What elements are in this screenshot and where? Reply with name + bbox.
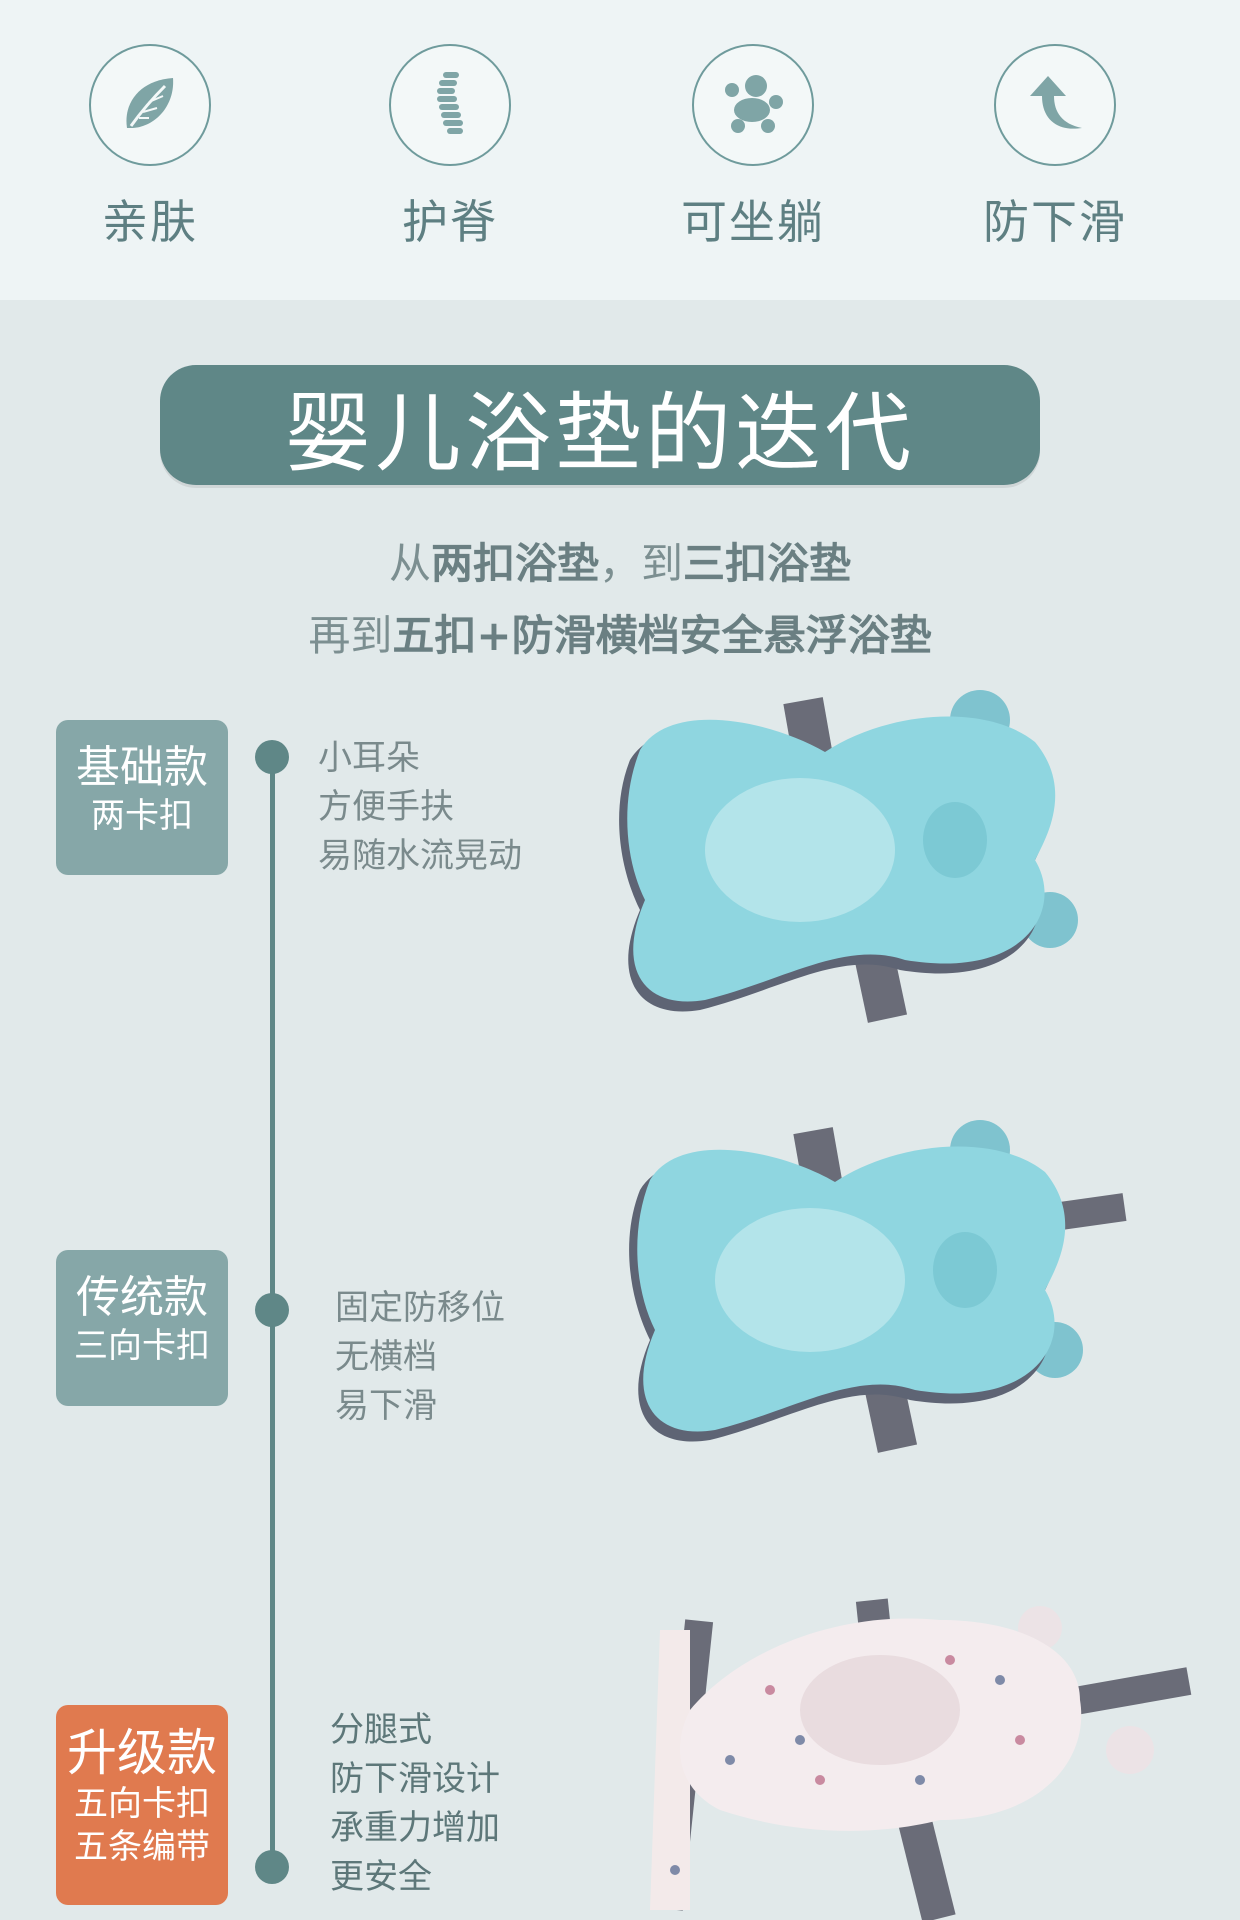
anti-slip-arrow-icon	[994, 44, 1116, 166]
subtitle-line-1: 从两扣浴垫，到三扣浴垫	[0, 530, 1240, 591]
feature-item: 方便手扶	[318, 787, 454, 827]
model-sub: 五向卡扣	[74, 1784, 210, 1824]
feature-skin-friendly: 亲肤	[50, 44, 250, 252]
model-feature-list: 小耳朵 方便手扶 易随水流晃动	[318, 734, 522, 881]
model-name: 传统款	[76, 1272, 208, 1323]
feature-item: 小耳朵	[318, 738, 420, 778]
subtitle-bold: 两扣浴垫	[430, 539, 599, 588]
baby-sit-lie-icon	[692, 44, 814, 166]
feature-item: 防下滑设计	[330, 1759, 500, 1799]
feature-label: 防下滑	[983, 195, 1127, 249]
feature-item: 易下滑	[335, 1386, 437, 1426]
subtitle-bold: 三扣浴垫	[683, 539, 852, 588]
subtitle-text: 从	[388, 539, 431, 588]
timeline-dot	[255, 1850, 289, 1884]
feature-label: 护脊	[402, 195, 498, 249]
upgrade-bath-cushion-image	[650, 1598, 1192, 1920]
subtitle-line-2: 再到五扣+防滑横档安全悬浮浴垫	[0, 602, 1240, 663]
subtitle-text: ，到	[599, 539, 684, 588]
model-tag-traditional: 传统款 三向卡扣	[56, 1250, 228, 1406]
leaf-icon	[89, 44, 211, 166]
model-tag-basic: 基础款 两卡扣	[56, 720, 228, 875]
model-feature-list: 固定防移位 无横档 易下滑	[335, 1284, 505, 1431]
model-feature-list: 分腿式 防下滑设计 承重力增加 更安全	[330, 1706, 500, 1902]
feature-item: 易随水流晃动	[318, 836, 522, 876]
feature-item: 承重力增加	[330, 1808, 500, 1848]
feature-anti-slip: 防下滑	[955, 44, 1155, 252]
feature-label: 亲肤	[102, 195, 198, 249]
spine-icon	[389, 44, 511, 166]
feature-sit-lie: 可坐躺	[653, 44, 853, 252]
model-sub: 两卡扣	[91, 795, 193, 836]
feature-item: 分腿式	[330, 1710, 432, 1750]
model-sub: 三向卡扣	[74, 1325, 210, 1366]
timeline-dot	[255, 1293, 289, 1327]
feature-item: 固定防移位	[335, 1288, 505, 1328]
feature-spine-protect: 护脊	[350, 44, 550, 252]
feature-item: 更安全	[330, 1857, 432, 1897]
feature-label: 可坐躺	[681, 195, 825, 249]
traditional-bath-cushion-image	[629, 1120, 1127, 1453]
model-name: 升级款	[67, 1724, 217, 1782]
model-name: 基础款	[76, 742, 208, 793]
subtitle-bold: 五扣+防滑横档安全悬浮浴垫	[392, 611, 932, 660]
timeline-dot	[255, 740, 289, 774]
basic-bath-cushion-image	[619, 690, 1078, 1023]
model-tag-upgrade: 升级款 五向卡扣 五条编带	[56, 1705, 228, 1905]
model-sub: 五条编带	[74, 1826, 210, 1867]
feature-item: 无横档	[335, 1337, 437, 1377]
subtitle-text: 再到	[308, 611, 393, 660]
iteration-banner: 婴儿浴垫的迭代	[160, 365, 1040, 485]
